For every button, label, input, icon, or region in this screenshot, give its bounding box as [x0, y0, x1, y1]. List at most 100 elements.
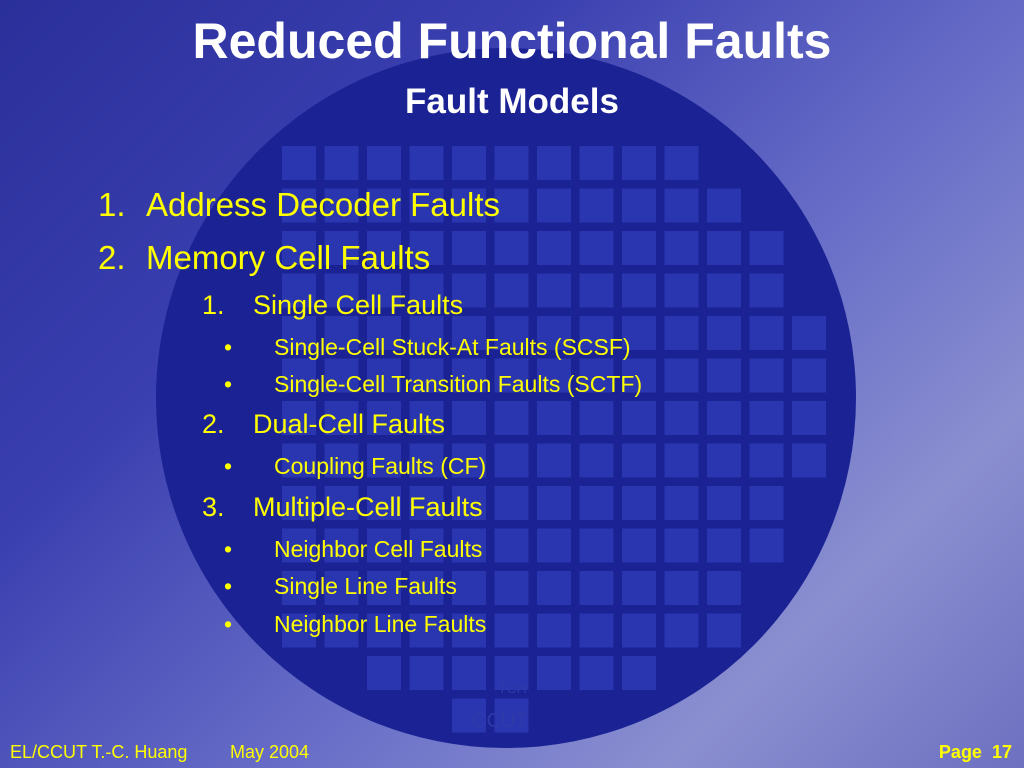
- wafer-die: [749, 486, 784, 520]
- page-number: 17: [991, 742, 1012, 762]
- watermark-tch: TCH: [498, 680, 527, 696]
- page-label: Page: [938, 742, 982, 762]
- wafer-die: [537, 316, 571, 350]
- wafer-die: [622, 358, 656, 393]
- wafer-die: [664, 443, 699, 478]
- wafer-die: [537, 486, 571, 520]
- wafer-die: [537, 528, 571, 563]
- wafer-die: [494, 528, 529, 563]
- wafer-die: [324, 401, 359, 435]
- list-item-address-decoder: 1. Address Decoder Faults: [98, 186, 500, 224]
- bullet-text: Neighbor Cell Faults: [274, 536, 483, 562]
- wafer-die: [579, 656, 614, 690]
- wafer-die: [749, 528, 784, 563]
- wafer-die: [367, 273, 401, 308]
- wafer-die: [324, 231, 359, 265]
- wafer-die: [749, 273, 784, 308]
- bullet-text: Single-Cell Transition Faults (SCTF): [274, 371, 643, 397]
- wafer-die: [707, 231, 741, 265]
- wafer-die: [409, 486, 444, 520]
- bullet-glyph: •: [224, 334, 233, 360]
- wafer-die: [622, 273, 656, 308]
- footer-author: EL/CCUT T.-C. Huang: [10, 742, 188, 762]
- wafer-die: [579, 231, 614, 265]
- wafer-die: [367, 656, 401, 690]
- footer-page-number: Page 17: [939, 742, 1012, 763]
- wafer-die: [749, 358, 784, 393]
- wafer-die: [707, 273, 741, 308]
- wafer-die: [367, 486, 401, 520]
- bullet-item-coupling: • Coupling Faults (CF): [224, 453, 486, 480]
- item-text: Address Decoder Faults: [146, 186, 500, 223]
- wafer-die: [409, 613, 444, 648]
- wafer-die: [452, 698, 486, 733]
- bullet-glyph: •: [224, 453, 233, 479]
- bullet-text: Single Line Faults: [274, 573, 457, 599]
- wafer-die: [282, 613, 316, 648]
- wafer-die: [494, 613, 529, 648]
- wafer-die: [579, 571, 614, 605]
- item-text: Single Cell Faults: [253, 290, 464, 320]
- wafer-die: [664, 401, 699, 435]
- wafer-die: [537, 273, 571, 308]
- wafer-die: [324, 273, 359, 308]
- wafer-die: [707, 528, 741, 563]
- slide-subtitle: Fault Models: [405, 82, 619, 121]
- wafer-die: [707, 401, 741, 435]
- wafer-die: [452, 656, 486, 690]
- wafer-die: [707, 486, 741, 520]
- wafer-die: [324, 316, 359, 350]
- wafer-die: [707, 613, 741, 648]
- wafer-die: [537, 146, 571, 180]
- wafer-die: [537, 443, 571, 478]
- wafer-die: [367, 528, 401, 563]
- item-text: Dual-Cell Faults: [253, 409, 446, 439]
- wafer-die: [452, 613, 486, 648]
- wafer-die: [664, 273, 699, 308]
- wafer-die: [707, 443, 741, 478]
- wafer-die: [749, 443, 784, 478]
- wafer-die: [282, 571, 316, 605]
- wafer-die: [452, 401, 486, 435]
- sublist-item-multiple-cell: 3. Multiple-Cell Faults: [202, 492, 483, 523]
- wafer-die: [537, 188, 571, 223]
- bullet-item-scsf: • Single-Cell Stuck-At Faults (SCSF): [224, 334, 631, 361]
- bullet-glyph: •: [224, 371, 233, 397]
- wafer-die: [537, 656, 571, 690]
- wafer-die: [282, 316, 316, 350]
- wafer-die: [579, 316, 614, 350]
- wafer-die: [282, 528, 316, 563]
- bullet-item-neighbor-line: • Neighbor Line Faults: [224, 611, 486, 638]
- wafer-die: [494, 146, 529, 180]
- wafer-die: [664, 528, 699, 563]
- wafer-die: [579, 613, 614, 648]
- wafer-die: [409, 146, 444, 180]
- wafer-die: [622, 571, 656, 605]
- item-number: 3.: [202, 492, 225, 522]
- wafer-die: [452, 528, 486, 563]
- wafer-die: [579, 443, 614, 478]
- wafer-die: [282, 443, 316, 478]
- wafer-die: [324, 613, 359, 648]
- wafer-die: [537, 571, 571, 605]
- wafer-die: [409, 273, 444, 308]
- bullet-item-single-line: • Single Line Faults: [224, 573, 457, 600]
- wafer-die: [622, 401, 656, 435]
- wafer-die: [792, 358, 826, 393]
- wafer-die: [664, 486, 699, 520]
- wafer-die: [537, 401, 571, 435]
- wafer-die: [324, 358, 359, 393]
- wafer-die: [537, 613, 571, 648]
- wafer-die: [622, 316, 656, 350]
- wafer-die: [452, 571, 486, 605]
- wafer-die: [367, 401, 401, 435]
- item-number: 1.: [98, 186, 126, 223]
- watermark-ccut: CCUT: [472, 710, 528, 732]
- wafer-die: [409, 316, 444, 350]
- wafer-die: [792, 401, 826, 435]
- wafer-die: [622, 146, 656, 180]
- wafer-die: [579, 401, 614, 435]
- wafer-die: [664, 316, 699, 350]
- wafer-die: [579, 528, 614, 563]
